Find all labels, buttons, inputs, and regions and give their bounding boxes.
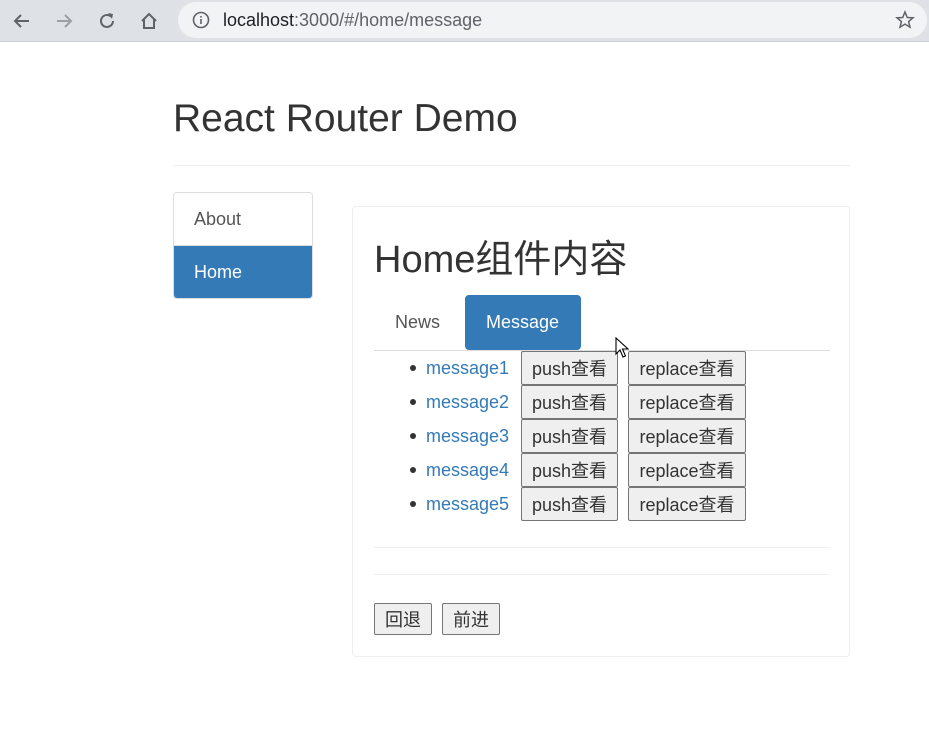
list-item: message2 push查看 replace查看 xyxy=(374,385,774,419)
list-item: message1 push查看 replace查看 xyxy=(374,351,774,385)
back-arrow-icon[interactable] xyxy=(9,8,35,34)
bullet-icon xyxy=(410,433,416,439)
go-forward-button[interactable]: 前进 xyxy=(442,603,500,635)
message-link[interactable]: message3 xyxy=(426,426,510,446)
divider xyxy=(374,547,830,548)
sidebar-nav: About Home xyxy=(173,192,313,299)
tab-news[interactable]: News xyxy=(395,312,441,332)
replace-view-button[interactable]: replace查看 xyxy=(628,453,746,487)
browser-toolbar: localhost:3000/#/home/message xyxy=(0,0,929,42)
info-icon[interactable] xyxy=(192,11,210,34)
list-item: message3 push查看 replace查看 xyxy=(374,419,774,453)
sidebar-item-home[interactable]: Home xyxy=(174,246,312,298)
url-host: localhost xyxy=(223,10,295,30)
message-link[interactable]: message5 xyxy=(426,494,510,514)
url-path: :3000/#/home/message xyxy=(294,10,483,30)
divider xyxy=(374,574,830,575)
push-view-button[interactable]: push查看 xyxy=(521,385,618,419)
address-bar[interactable]: localhost:3000/#/home/message xyxy=(178,2,927,38)
home-title: Home组件内容 xyxy=(374,239,628,281)
tab-message[interactable]: Message xyxy=(465,295,581,350)
bullet-icon xyxy=(410,399,416,405)
replace-view-button[interactable]: replace查看 xyxy=(628,419,746,453)
list-item: message5 push查看 replace查看 xyxy=(374,487,774,521)
url-text: localhost:3000/#/home/message xyxy=(223,10,482,31)
page-title: React Router Demo xyxy=(173,97,518,140)
message-link[interactable]: message2 xyxy=(426,392,510,412)
message-link[interactable]: message4 xyxy=(426,460,510,480)
message-list: message1 push查看 replace查看 message2 push查… xyxy=(374,351,774,521)
home-icon[interactable] xyxy=(136,8,162,34)
home-tabs: News Message xyxy=(374,295,830,351)
bullet-icon xyxy=(410,365,416,371)
bullet-icon xyxy=(410,467,416,473)
mouse-cursor-icon xyxy=(615,336,630,364)
reload-icon[interactable] xyxy=(94,8,120,34)
sidebar-item-about[interactable]: About xyxy=(174,193,312,246)
bookmark-star-icon[interactable] xyxy=(895,10,915,35)
push-view-button[interactable]: push查看 xyxy=(521,419,618,453)
replace-view-button[interactable]: replace查看 xyxy=(628,351,746,385)
list-item: message4 push查看 replace查看 xyxy=(374,453,774,487)
replace-view-button[interactable]: replace查看 xyxy=(628,385,746,419)
push-view-button[interactable]: push查看 xyxy=(521,453,618,487)
bullet-icon xyxy=(410,501,416,507)
push-view-button[interactable]: push查看 xyxy=(521,351,618,385)
page-header: React Router Demo xyxy=(173,96,850,166)
home-panel: Home组件内容 News Message message1 push查看 re… xyxy=(352,206,850,657)
push-view-button[interactable]: push查看 xyxy=(521,487,618,521)
go-back-button[interactable]: 回退 xyxy=(374,603,432,635)
replace-view-button[interactable]: replace查看 xyxy=(628,487,746,521)
forward-arrow-icon[interactable] xyxy=(51,8,77,34)
message-link[interactable]: message1 xyxy=(426,358,510,378)
